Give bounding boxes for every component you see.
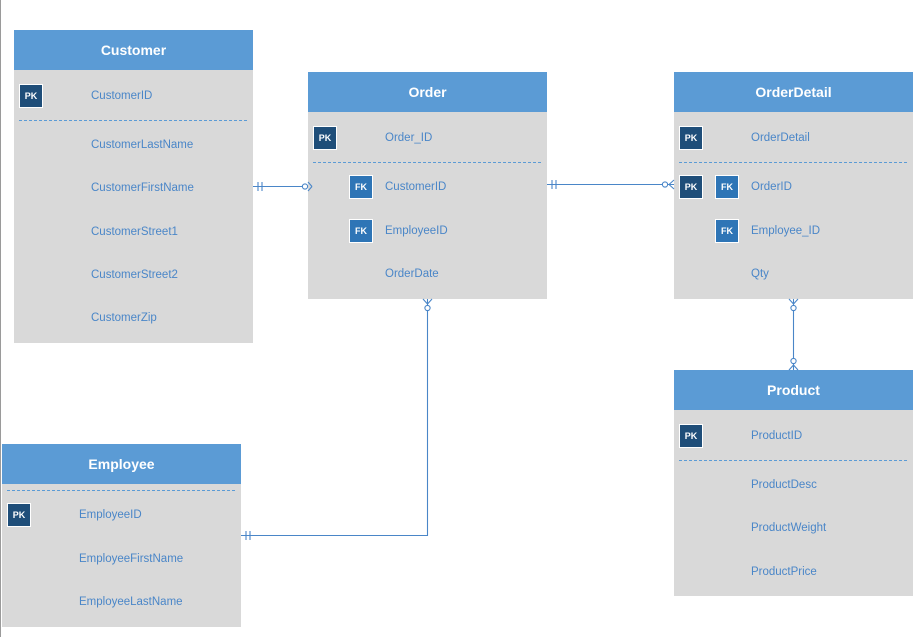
entity-order-title: Order: [308, 72, 547, 112]
orderdetail-fk-field: OrderID: [751, 181, 792, 193]
crowfoot: [788, 364, 794, 371]
order-fk-row: FK CustomerID: [308, 173, 547, 201]
employee-field-row: EmployeeFirstName: [2, 545, 241, 573]
customer-field-row: CustomerZip: [14, 304, 253, 332]
pk-badge: PK: [19, 84, 43, 108]
fk-badge: FK: [349, 175, 373, 199]
employee-field: EmployeeFirstName: [79, 553, 184, 565]
customer-field-row: CustomerStreet2: [14, 261, 253, 289]
fk-badge: FK: [349, 219, 373, 243]
zero-circle: [424, 304, 431, 312]
customer-field: CustomerFirstName: [91, 182, 194, 194]
employee-field-row: EmployeeLastName: [2, 588, 241, 616]
zero-circle: [661, 181, 669, 188]
customer-field: CustomerLastName: [91, 139, 194, 151]
customer-key-row: PK CustomerID: [14, 82, 253, 110]
product-field-row: ProductDesc: [674, 471, 913, 499]
product-key-row: PK ProductID: [674, 422, 913, 450]
product-field: ProductDesc: [751, 479, 817, 491]
employee-key-field: EmployeeID: [79, 509, 142, 521]
customer-field-row: CustomerLastName: [14, 131, 253, 159]
orderdetail-pkfk-row: PK FK OrderID: [674, 173, 913, 201]
entity-order[interactable]: Order PK Order_ID FK CustomerID FK Emplo…: [308, 72, 547, 299]
crowfoot: [422, 298, 428, 305]
product-field: ProductPrice: [751, 566, 817, 578]
entity-orderdetail[interactable]: OrderDetail PK OrderDetail PK FK OrderID…: [674, 72, 913, 299]
relationship-order-orderdetail[interactable]: [547, 179, 675, 190]
customer-field: CustomerStreet2: [91, 269, 178, 281]
orderdetail-key-field: OrderDetail: [751, 132, 810, 144]
order-field: OrderDate: [385, 268, 439, 280]
zero-circle: [790, 357, 797, 365]
crowfoot: [307, 186, 313, 192]
relationship-employee-order[interactable]: [241, 298, 433, 540]
product-field-row: ProductPrice: [674, 558, 913, 586]
pk-badge: PK: [679, 424, 703, 448]
fk-badge: FK: [715, 175, 739, 199]
customer-field-row: CustomerFirstName: [14, 174, 253, 202]
entity-customer-title: Customer: [14, 30, 253, 70]
order-fk-row: FK EmployeeID: [308, 217, 547, 245]
customer-key-field: CustomerID: [91, 90, 153, 102]
entity-employee-title: Employee: [2, 444, 241, 484]
canvas-left-edge: [0, 0, 1, 637]
crowfoot: [668, 184, 675, 190]
crowfoot: [793, 298, 799, 305]
employee-key-row: PK EmployeeID: [2, 501, 241, 529]
order-fk-field: EmployeeID: [385, 225, 448, 237]
key-divider: [679, 460, 907, 461]
orderdetail-field-row: Qty: [674, 260, 913, 288]
orderdetail-key-row: PK OrderDetail: [674, 124, 913, 152]
fk-badge: FK: [715, 219, 739, 243]
crowfoot: [307, 181, 313, 187]
crowfoot: [427, 298, 433, 305]
entity-product[interactable]: Product PK ProductID ProductDesc Product…: [674, 370, 913, 596]
customer-field-row: CustomerStreet1: [14, 218, 253, 246]
orderdetail-fk-row: FK Employee_ID: [674, 217, 913, 245]
orderdetail-field: Qty: [751, 268, 769, 280]
entity-customer[interactable]: Customer PK CustomerID CustomerLastName …: [14, 30, 253, 343]
customer-field: CustomerZip: [91, 312, 157, 324]
key-divider: [7, 490, 235, 491]
product-field-row: ProductWeight: [674, 514, 913, 542]
pk-badge: PK: [679, 126, 703, 150]
pk-badge: PK: [313, 126, 337, 150]
entity-product-title: Product: [674, 370, 913, 410]
key-divider: [313, 162, 541, 163]
order-key-field: Order_ID: [385, 132, 433, 144]
entity-employee[interactable]: Employee PK EmployeeID EmployeeFirstName…: [2, 444, 241, 627]
order-fk-field: CustomerID: [385, 181, 447, 193]
customer-field: CustomerStreet1: [91, 226, 178, 238]
entity-orderdetail-title: OrderDetail: [674, 72, 913, 112]
pk-badge: PK: [679, 175, 703, 199]
crowfoot: [668, 179, 675, 185]
order-field-row: OrderDate: [308, 260, 547, 288]
zero-circle: [301, 183, 309, 190]
relationship-customer-order[interactable]: [253, 181, 313, 192]
crowfoot: [793, 364, 799, 371]
relationship-orderdetail-product[interactable]: [788, 298, 799, 371]
order-key-row: PK Order_ID: [308, 124, 547, 152]
product-field: ProductWeight: [751, 522, 827, 534]
key-divider: [19, 120, 247, 121]
product-key-field: ProductID: [751, 430, 803, 442]
zero-circle: [790, 304, 797, 312]
employee-field: EmployeeLastName: [79, 596, 183, 608]
orderdetail-fk-field: Employee_ID: [751, 225, 821, 237]
crowfoot: [788, 298, 794, 305]
pk-badge: PK: [7, 503, 31, 527]
key-divider: [679, 162, 907, 163]
